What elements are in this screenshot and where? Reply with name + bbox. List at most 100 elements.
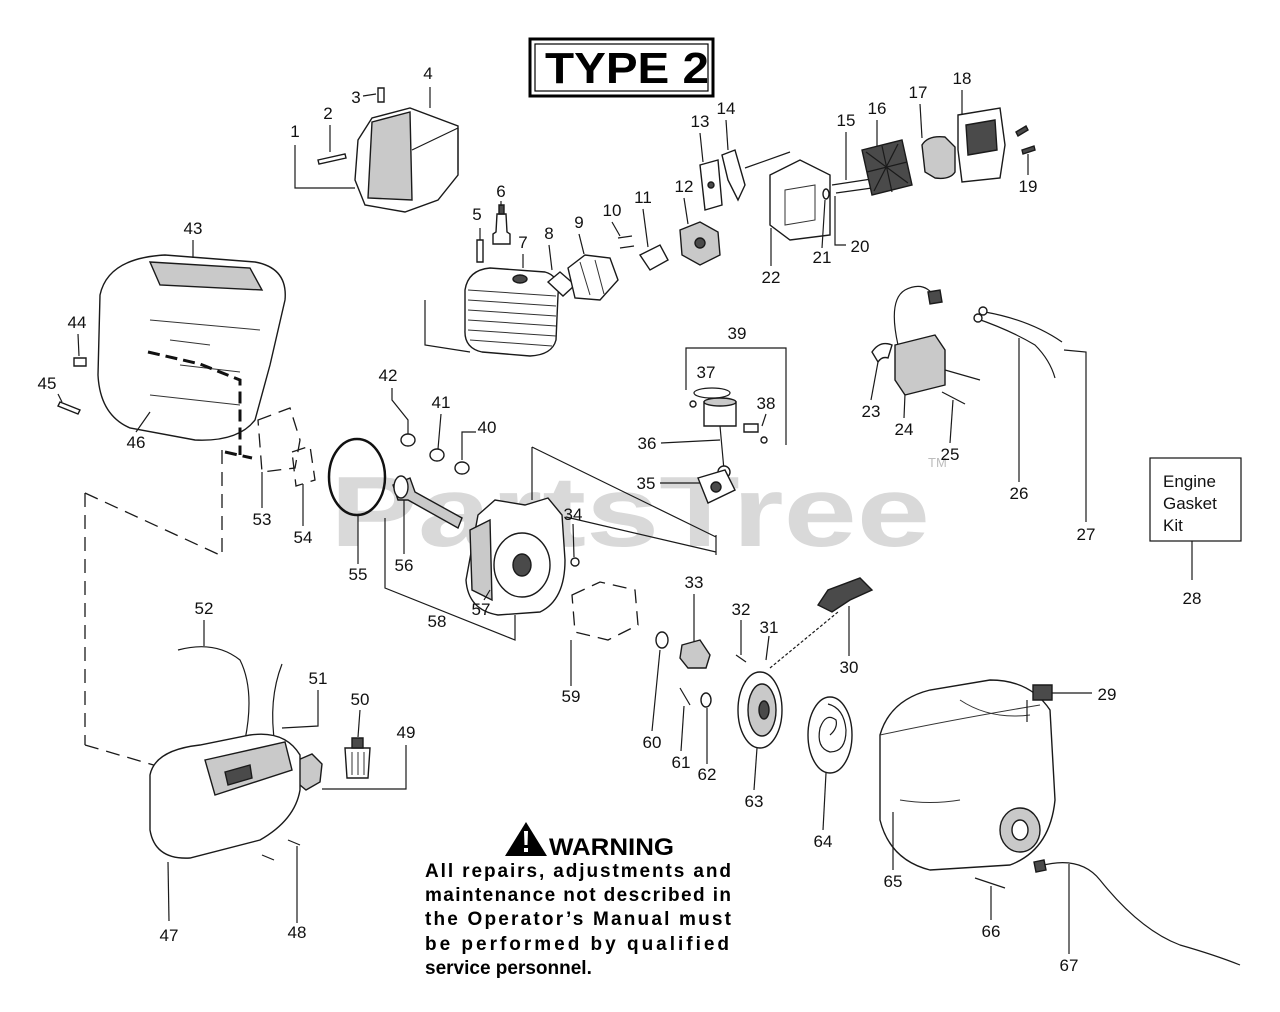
warning-line-4: be performed by qualified: [425, 934, 729, 955]
title-box: TYPE 2: [528, 37, 715, 98]
o-ring: [327, 437, 387, 517]
cylinder-shroud: [317, 87, 471, 353]
part-label-9: 9: [574, 213, 583, 232]
ignition-module: [894, 334, 946, 396]
choke-bracket-line: [744, 151, 791, 169]
dashed-line-housing-to-tank: [84, 492, 223, 557]
part-label-46: 46: [127, 433, 146, 452]
part-label-32: 32: [732, 600, 751, 619]
starter-housing-clip: [1032, 684, 1053, 701]
ignition-coil-lead: [893, 285, 936, 346]
part-label-52: 52: [195, 599, 214, 618]
part-label-41: 41: [432, 393, 451, 412]
part-label-34: 34: [564, 505, 583, 524]
leader-line-63: [753, 747, 758, 791]
piston-pin-clip: [760, 436, 768, 444]
muffler: [567, 254, 619, 301]
crankcase-gasket-hole: [710, 481, 722, 493]
leader-line-40: [461, 431, 476, 460]
part-label-40: 40: [478, 418, 497, 437]
warning-line-3: the Operator’s Manual must: [425, 909, 732, 930]
engine-housing-top-ridge: [148, 261, 264, 291]
starter-pulley-hub: [679, 639, 711, 669]
part-label-58: 58: [428, 612, 447, 631]
air-filter-base: [769, 159, 831, 241]
fuel-tank-screw-1: [261, 854, 275, 861]
ignition-assembly: [871, 285, 1063, 405]
leader-line-49: [322, 745, 407, 790]
engine-housing-detail: [149, 319, 261, 406]
cylinder-assembly: [464, 204, 721, 357]
ignition-lead-boot: [927, 289, 943, 305]
watermark: PartsTree TM: [330, 455, 947, 568]
crankcase-bracket-line: [531, 446, 717, 555]
part-label-29: 29: [1098, 685, 1117, 704]
part-label-48: 48: [288, 923, 307, 942]
page-title: TYPE 2: [545, 44, 709, 93]
crankcase-side: [469, 518, 493, 602]
shroud-screw: [317, 153, 347, 165]
leader-line-8: [548, 244, 553, 271]
part-label-17: 17: [909, 83, 928, 102]
part-label-20: 20: [851, 237, 870, 256]
spark-plug-tip: [498, 204, 505, 215]
ignition-screw-upper: [944, 369, 981, 381]
leader-line-27: [1063, 349, 1087, 522]
pulley-screw: [735, 654, 747, 663]
warning-line-1: All repairs, adjustments and: [425, 861, 731, 882]
watermark-brand: PartsTree: [330, 456, 930, 568]
shroud-bracket-line: [424, 300, 471, 353]
starter-rope: [769, 611, 839, 669]
part-label-6: 6: [496, 182, 505, 201]
cover-screw-side: [1021, 145, 1036, 155]
part-label-21: 21: [813, 248, 832, 267]
part-label-8: 8: [544, 224, 553, 243]
cylinder-screw: [476, 239, 484, 263]
part-label-44: 44: [68, 313, 87, 332]
crankcase-pin: [570, 557, 580, 567]
leader-line-20: [834, 196, 846, 246]
part-label-33: 33: [685, 573, 704, 592]
air-filter-element: [921, 135, 956, 180]
part-label-19: 19: [1019, 177, 1038, 196]
part-label-67: 67: [1060, 956, 1079, 975]
part-label-23: 23: [862, 402, 881, 421]
dashed-bearing-cover: [571, 581, 639, 641]
leader-line-45: [57, 393, 63, 403]
part-label-42: 42: [379, 366, 398, 385]
part-label-28: 28: [1183, 589, 1202, 608]
gasket-kit-label-line3: Kit: [1163, 516, 1183, 535]
leader-line-13: [699, 132, 704, 163]
part-label-38: 38: [757, 394, 776, 413]
leader-line-9: [578, 233, 585, 255]
part-label-62: 62: [698, 765, 717, 784]
part-label-22: 22: [762, 268, 781, 287]
leader-line-14: [725, 119, 729, 151]
part-label-4: 4: [423, 64, 432, 83]
leader-line-64: [822, 772, 827, 831]
leader-line-23: [870, 361, 879, 401]
starter-washer: [700, 692, 712, 708]
part-label-66: 66: [982, 922, 1001, 941]
leader-line-57: [483, 589, 491, 601]
part-label-64: 64: [814, 832, 833, 851]
leader-line-36: [660, 439, 721, 444]
starter-handle: [816, 577, 874, 613]
heat-shield-edge: [411, 127, 459, 170]
fuel-line-52: [177, 646, 250, 741]
leader-line-42: [391, 388, 409, 434]
piston-pin: [743, 423, 759, 433]
filter-screw-short: [835, 187, 873, 194]
fuel-filter-mesh: [351, 752, 365, 775]
part-label-47: 47: [160, 926, 179, 945]
part-label-26: 26: [1010, 484, 1029, 503]
dashed-part-54: [291, 445, 316, 487]
part-label-3: 3: [351, 88, 360, 107]
part-label-65: 65: [884, 872, 903, 891]
starter-screw: [679, 687, 691, 706]
choke-lever: [721, 149, 746, 202]
leader-line-21: [821, 199, 826, 249]
stop-switch-terminal: [978, 306, 988, 316]
starter-housing-screw: [974, 877, 1006, 889]
air-filter-cover-vent: [965, 119, 998, 156]
